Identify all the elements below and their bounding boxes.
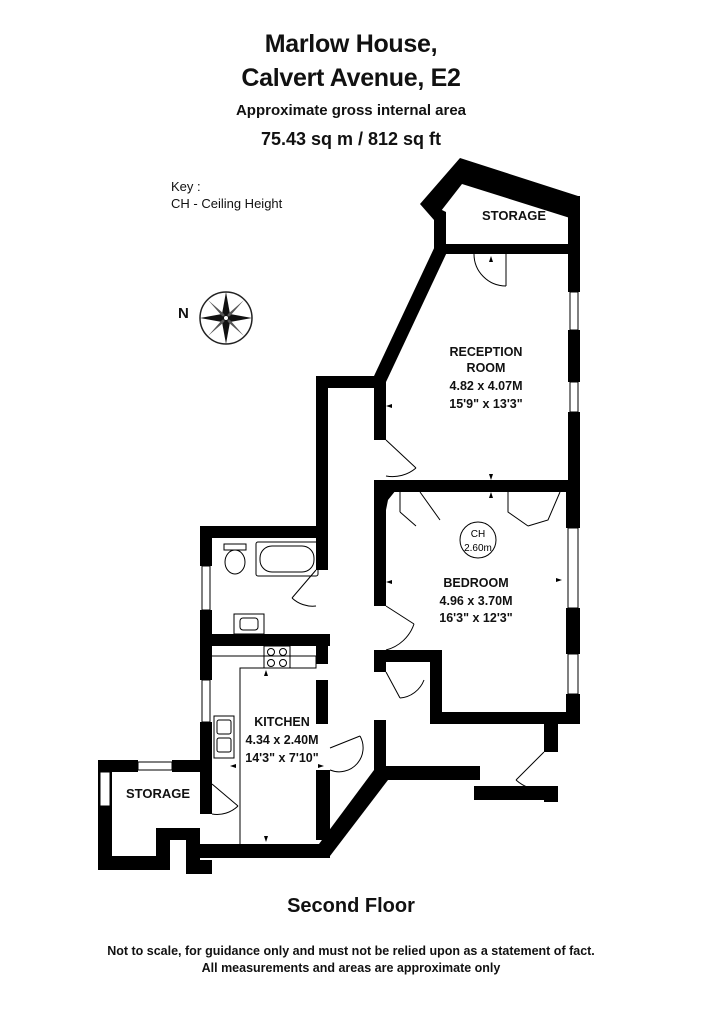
bedroom-imperial: 16'3" x 12'3" bbox=[439, 611, 512, 625]
fixtures bbox=[212, 521, 497, 844]
storage-left-label: STORAGE bbox=[126, 786, 190, 801]
reception-imperial: 15'9" x 13'3" bbox=[449, 397, 522, 411]
walls bbox=[98, 158, 580, 874]
reception-name-2: ROOM bbox=[467, 361, 506, 375]
area-values: 75.43 sq m / 812 sq ft bbox=[260, 129, 442, 149]
key-entry: CH - Ceiling Height bbox=[171, 196, 283, 211]
disclaimer-line-2: All measurements and areas are approxima… bbox=[201, 961, 501, 975]
disclaimer-line-1: Not to scale, for guidance only and must… bbox=[107, 944, 595, 958]
reception-metric: 4.82 x 4.07M bbox=[450, 379, 523, 393]
reception-name-1: RECEPTION bbox=[450, 345, 523, 359]
compass-north-label: N bbox=[178, 305, 189, 322]
title-line-2: Calvert Avenue, E2 bbox=[241, 64, 461, 92]
compass-rose-icon bbox=[199, 291, 253, 345]
key-title: Key : bbox=[171, 179, 201, 194]
bedroom-metric: 4.96 x 3.70M bbox=[440, 594, 513, 608]
ceiling-height-label: CH bbox=[471, 529, 485, 540]
area-caption: Approximate gross internal area bbox=[235, 102, 467, 119]
doors bbox=[211, 253, 561, 815]
windows bbox=[99, 291, 579, 807]
floor-name: Second Floor bbox=[287, 895, 415, 917]
title-line-1: Marlow House, bbox=[264, 30, 438, 58]
storage-top-label: STORAGE bbox=[482, 208, 546, 223]
ceiling-height-value: 2.60m bbox=[464, 543, 492, 554]
key-legend: Key : CH - Ceiling Height bbox=[171, 178, 282, 212]
kitchen-metric: 4.34 x 2.40M bbox=[246, 733, 319, 747]
kitchen-imperial: 14'3" x 7'10" bbox=[245, 751, 318, 765]
dimension-markers bbox=[230, 256, 562, 842]
kitchen-name: KITCHEN bbox=[254, 715, 310, 729]
bedroom-name: BEDROOM bbox=[443, 576, 508, 590]
